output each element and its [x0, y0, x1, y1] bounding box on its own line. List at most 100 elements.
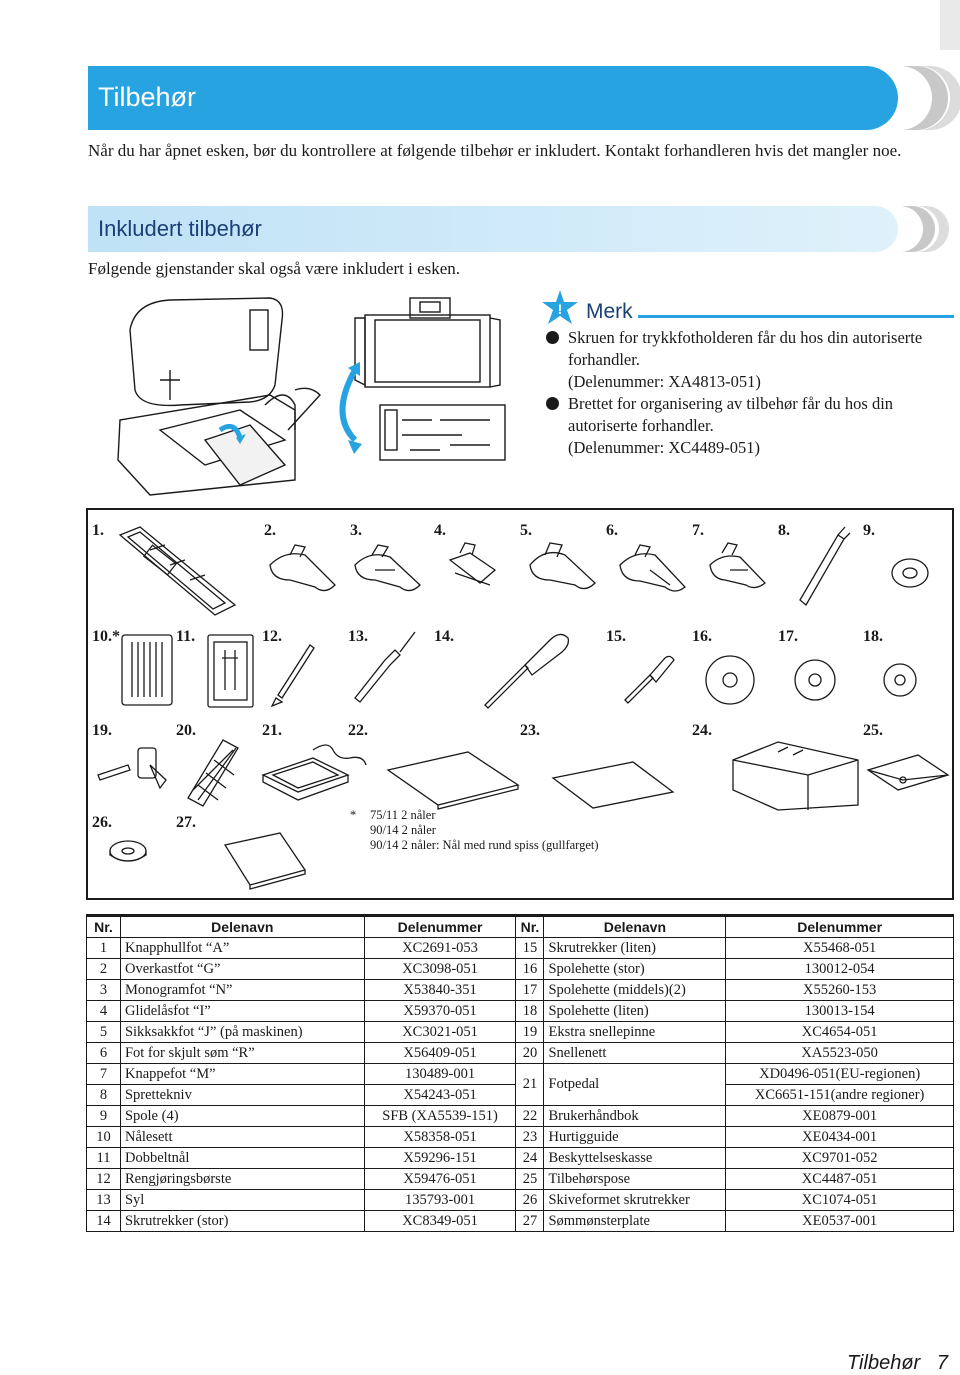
- cell-nr: 11: [86, 1147, 121, 1169]
- cell-part: XC1074-051: [725, 1189, 954, 1211]
- top-decoration: [940, 0, 960, 50]
- note-bullet: [546, 331, 559, 344]
- cell-part: XC3098-051: [363, 958, 517, 980]
- table-row: 12 Rengjøringsbørste X59476-051 25 Tilbe…: [86, 1168, 954, 1190]
- header-name: Delenavn: [543, 914, 727, 938]
- table-row: 2 Overkastfot “G” XC3098-051 16 Spolehet…: [86, 958, 954, 980]
- note-item-1-text: Skruen for trykkfotholderen får du hos d…: [568, 328, 923, 369]
- accessory-number: 3.: [350, 522, 362, 539]
- page-footer: Tilbehør 7: [847, 1352, 948, 1375]
- table-header-row: Nr. Delenavn Delenummer Nr. Delenavn Del…: [86, 914, 954, 938]
- subsection-header-bar: Inkludert tilbehør: [88, 206, 898, 252]
- cell-name: Fotpedal: [543, 1063, 727, 1106]
- cell-name: Spolehette (middels)(2): [543, 979, 727, 1001]
- accessory-number: 7.: [692, 522, 704, 539]
- accessory-number: 15.: [606, 628, 626, 645]
- cell-name: Skrutrekker (stor): [119, 1210, 365, 1232]
- table-row: 13 Syl 135793-001 26 Skiveformet skrutre…: [86, 1189, 954, 1211]
- cell-part: XC6651-151(andre regioner): [725, 1084, 954, 1106]
- note-star-icon: !: [542, 290, 578, 324]
- cell-nr: 8: [86, 1084, 121, 1106]
- cell-name: Sikksakkfot “J” (på maskinen): [119, 1021, 365, 1043]
- cell-nr: 2: [86, 958, 121, 980]
- cell-nr: 3: [86, 979, 121, 1001]
- cell-name: Glidelåsfot “I”: [119, 1000, 365, 1022]
- chevron-decoration-icon: [900, 66, 960, 130]
- header-nr: Nr.: [86, 914, 121, 938]
- table-row: 11 Dobbeltnål X59296-151 24 Beskyttelses…: [86, 1147, 954, 1169]
- cell-part: XC4654-051: [725, 1021, 954, 1043]
- cell-part: XD0496-051(EU-regionen): [725, 1063, 954, 1085]
- accessory-number: 1.: [92, 522, 104, 539]
- cell-nr: 10: [86, 1126, 121, 1148]
- cell-nr: 23: [515, 1126, 545, 1148]
- cell-nr: 25: [515, 1168, 545, 1190]
- accessory-number: 9.: [863, 522, 875, 539]
- accessory-row-4-illustrations: [109, 832, 307, 890]
- parts-table: Nr. Delenavn Delenummer Nr. Delenavn Del…: [86, 914, 954, 1232]
- cell-part: XC8349-051: [363, 1210, 517, 1232]
- accessory-number: 24.: [692, 722, 712, 739]
- accessory-number: 2.: [264, 522, 276, 539]
- cell-nr: 13: [86, 1189, 121, 1211]
- accessory-number: 4.: [434, 522, 446, 539]
- cell-nr: 26: [515, 1189, 545, 1211]
- accessory-number: 16.: [692, 628, 712, 645]
- table-row: 14 Skrutrekker (stor) XC8349-051 27 Sømm…: [86, 1210, 954, 1232]
- cell-name: Brukerhåndbok: [543, 1105, 727, 1127]
- accessory-number: 5.: [520, 522, 532, 539]
- footnote-line: 90/14 2 nåler: [370, 823, 436, 837]
- cell-nr: 24: [515, 1147, 545, 1169]
- chevron-decoration-small-icon: [900, 206, 949, 252]
- table-row: 5 Sikksakkfot “J” (på maskinen) XC3021-0…: [86, 1021, 954, 1043]
- cell-part: X56409-051: [363, 1042, 517, 1064]
- cell-part: X53840-351: [363, 979, 517, 1001]
- cell-part: X59370-051: [363, 1000, 517, 1022]
- cell-nr: 19: [515, 1021, 545, 1043]
- cell-part: XE0434-001: [725, 1126, 954, 1148]
- section-header-bar: Tilbehør: [88, 66, 898, 130]
- accessory-number: 26.: [92, 814, 112, 831]
- cell-nr: 21: [515, 1063, 545, 1106]
- cell-name: Dobbeltnål: [119, 1147, 365, 1169]
- header-name: Delenavn: [119, 914, 365, 938]
- cell-name: Ekstra snellepinne: [543, 1021, 727, 1043]
- footnote-line: 75/11 2 nåler: [370, 808, 436, 822]
- cell-part: X54243-051: [363, 1084, 517, 1106]
- page-number: 7: [936, 1352, 948, 1374]
- note-title: Merk: [586, 300, 633, 323]
- cell-part: XC4487-051: [725, 1168, 954, 1190]
- cell-name: Tilbehørspose: [543, 1168, 727, 1190]
- intro-text: Når du har åpnet esken, bør du kontrolle…: [88, 141, 902, 160]
- accessory-row-2-illustrations: [121, 631, 917, 709]
- cell-name: Hurtigguide: [543, 1126, 727, 1148]
- accessory-number: 18.: [863, 628, 883, 645]
- cell-nr: 5: [86, 1021, 121, 1043]
- cell-name: Spolehette (liten): [543, 1000, 727, 1022]
- note-rule: [638, 315, 954, 318]
- accessory-number: 6.: [606, 522, 618, 539]
- cell-nr: 12: [86, 1168, 121, 1190]
- cell-name: Spole (4): [119, 1105, 365, 1127]
- cell-nr: 22: [515, 1105, 545, 1127]
- cell-nr: 9: [86, 1105, 121, 1127]
- cell-part: X59476-051: [363, 1168, 517, 1190]
- accessory-number: 10.*: [92, 628, 120, 645]
- header-part: Delenummer: [363, 914, 517, 938]
- accessory-number: 20.: [176, 722, 196, 739]
- cell-part: 130013-154: [725, 1000, 954, 1022]
- note-item-2-text: Brettet for organisering av tilbehør får…: [568, 394, 894, 435]
- cell-name: Monogramfot “N”: [119, 979, 365, 1001]
- accessory-number: 14.: [434, 628, 454, 645]
- accessory-number: 8.: [778, 522, 790, 539]
- table-row: 6 Fot for skjult søm “R” X56409-051 20 S…: [86, 1042, 954, 1064]
- cell-part: XA5523-050: [725, 1042, 954, 1064]
- cell-nr: 20: [515, 1042, 545, 1064]
- cell-nr: 4: [86, 1000, 121, 1022]
- cell-name: Skrutrekker (liten): [543, 937, 727, 959]
- note-bullet: [546, 397, 559, 410]
- cell-name: Nålesett: [119, 1126, 365, 1148]
- cell-name: Spolehette (stor): [543, 958, 727, 980]
- cell-name: Sprettekniv: [119, 1084, 365, 1106]
- cell-part: 135793-001: [363, 1189, 517, 1211]
